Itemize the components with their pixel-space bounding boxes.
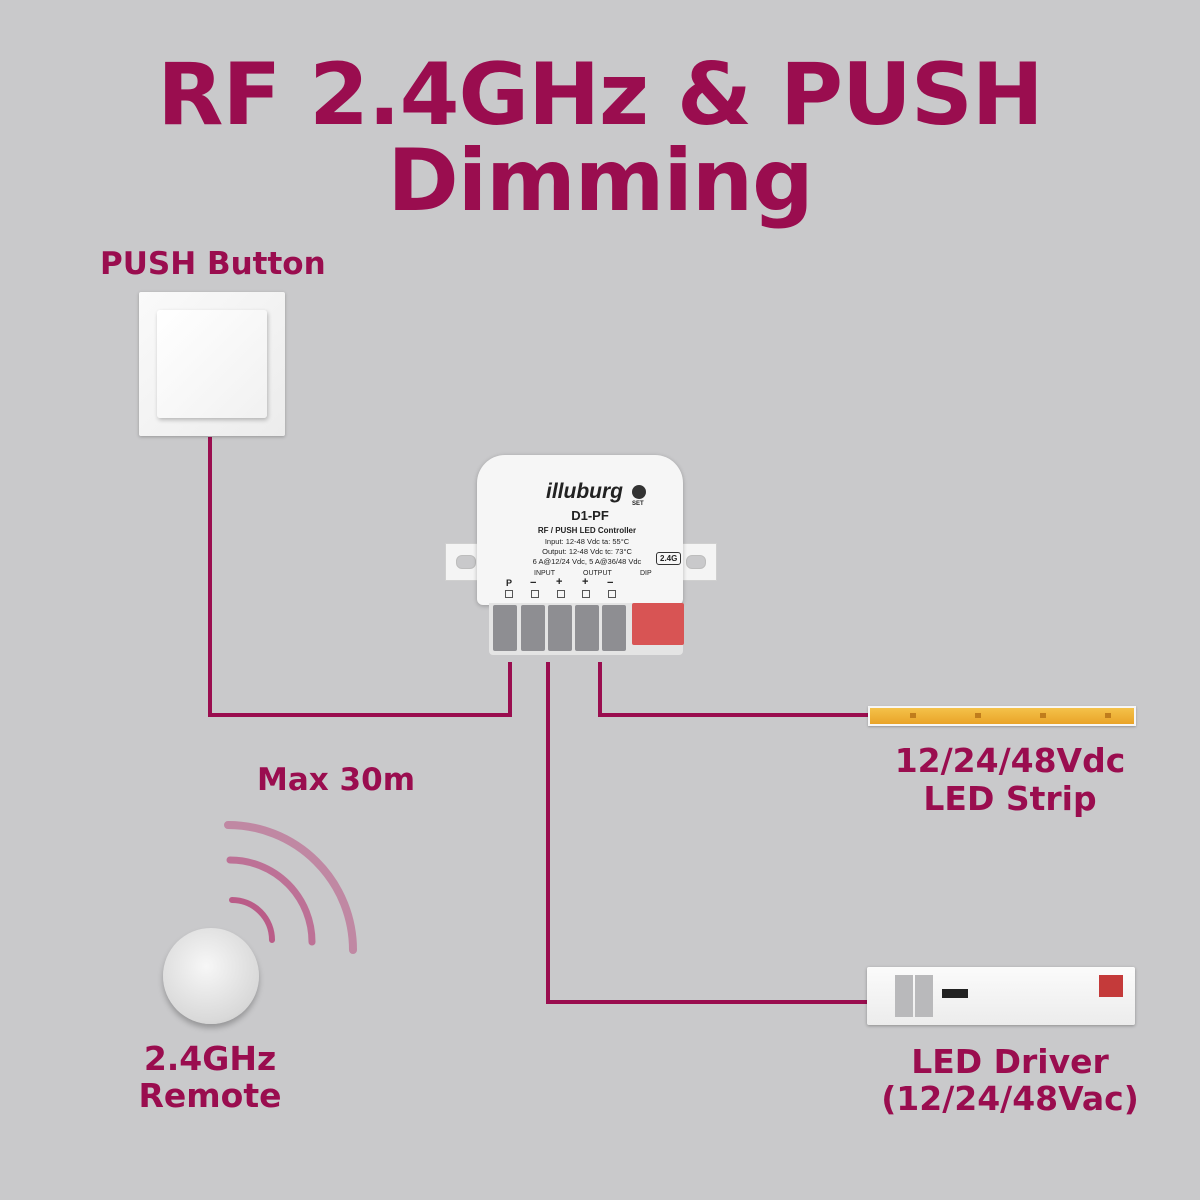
dip-label: DIP — [640, 570, 652, 577]
controller-spec-output: Output: 12-48 Vdc tc: 73°C — [542, 547, 632, 556]
driver-terminal-right — [915, 975, 933, 1017]
terminal-p — [493, 605, 517, 651]
rf-signal-waves — [224, 821, 357, 954]
switch-rocker — [157, 310, 267, 418]
terminal-release-input-plus — [557, 590, 565, 598]
rf-remote — [163, 928, 259, 1024]
distance-label: Max 30m — [257, 762, 415, 798]
d1-pf-controller — [445, 455, 717, 665]
wire-led-driver — [546, 662, 869, 1004]
terminal-label-output-minus: − — [607, 577, 614, 589]
strip-label-line1: 12/24/48Vdc — [894, 741, 1126, 780]
page-title-line1: RF 2.4GHz & PUSH — [157, 45, 1044, 145]
remote-label-line1: 2.4GHz — [143, 1039, 277, 1078]
dip-switch-block — [632, 603, 684, 645]
controller-spec-current: 6 A@12/24 Vdc, 5 A@36/48 Vdc — [532, 557, 642, 566]
terminal-output-plus — [575, 605, 599, 651]
controller-model: D1-PF — [571, 508, 609, 523]
input-label: INPUT — [534, 570, 555, 577]
push-button-label: PUSH Button — [100, 246, 326, 282]
terminal-label-input-minus: − — [530, 577, 537, 589]
driver-label-line1: LED Driver — [911, 1042, 1109, 1081]
controller-housing — [477, 455, 683, 605]
push-button-switch — [139, 292, 285, 436]
terminal-release-output-minus — [608, 590, 616, 598]
controller-spec-input: Input: 12-48 Vdc ta: 55°C — [544, 537, 630, 546]
wire-push-button — [208, 437, 512, 717]
terminal-input-plus — [548, 605, 572, 651]
page-title-line2: Dimming — [387, 131, 813, 231]
driver-label-line2: (12/24/48Vac) — [881, 1079, 1139, 1118]
controller-brand-logo: illuburg — [546, 480, 623, 503]
terminal-output-minus — [602, 605, 626, 651]
terminal-label-output-plus: + — [582, 576, 589, 588]
output-label: OUTPUT — [583, 570, 612, 577]
controller-name: RF / PUSH LED Controller — [537, 526, 637, 535]
driver-terminal-left — [895, 975, 913, 1017]
set-button — [632, 485, 646, 499]
terminal-release-p — [505, 590, 513, 598]
strip-label-line2: LED Strip — [923, 779, 1097, 818]
set-label: SET — [632, 501, 644, 507]
terminal-release-output-plus — [582, 590, 590, 598]
terminal-input-minus — [521, 605, 545, 651]
led-strip — [868, 706, 1136, 726]
driver-output-terminal — [1099, 975, 1123, 997]
terminal-label-input-plus: + — [556, 576, 563, 588]
wire-led-strip — [598, 662, 868, 717]
remote-label-line2: Remote — [138, 1076, 282, 1115]
rf-2-4g-badge: 2.4G — [656, 552, 682, 565]
terminal-release-input-minus — [531, 590, 539, 598]
terminal-label-p: P — [506, 578, 513, 588]
led-driver — [867, 967, 1135, 1025]
driver-logo — [942, 989, 968, 998]
